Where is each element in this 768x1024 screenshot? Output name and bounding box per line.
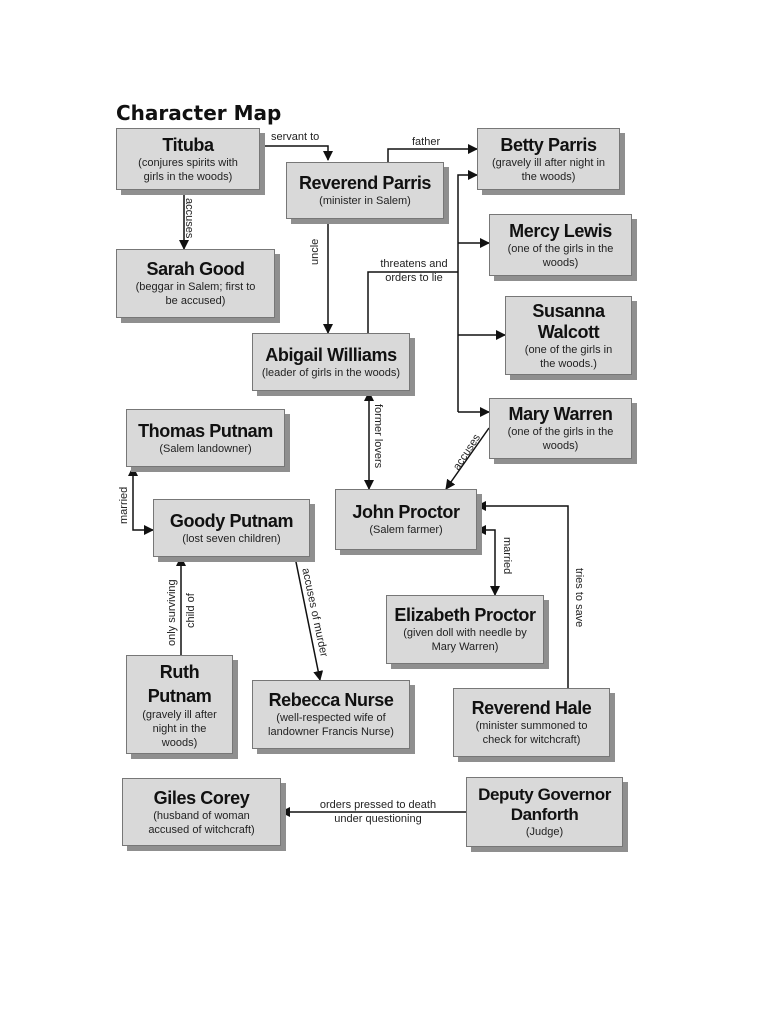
label-father: father [412,136,441,148]
node-name: Giles Corey [153,787,250,808]
node-reverend-parris: Reverend Parris (minister in Salem) [286,162,444,219]
node-name: John Proctor [352,502,460,522]
label-servant-to: servant to [271,131,320,143]
node-desc: (one of the girls in the woods) [507,426,614,452]
label-uncle: uncle [309,238,321,265]
page-title: Character Map [116,101,282,125]
node-giles-corey: Giles Corey (husband of woman accused of… [122,778,281,846]
node-desc: (beggar in Salem; first to be accused) [135,281,256,307]
node-abigail-williams: Abigail Williams (leader of girls in the… [252,333,410,391]
node-name: Rebecca Nurse [268,690,394,710]
node-name: Tituba [162,134,214,155]
node-desc: (well-respected wife of landowner Franci… [268,712,394,738]
node-desc: (given doll with needle by Mary Warren) [403,627,527,653]
node-name: Deputy Governor Danforth [478,785,611,824]
node-name: Elizabeth Proctor [394,605,536,625]
node-desc: (Judge) [525,826,564,838]
line-girls-trunk [457,170,478,412]
node-name: Susanna Walcott [532,300,605,342]
label-tries-to-save: tries to save [573,568,585,628]
node-sarah-good: Sarah Good (beggar in Salem; first to be… [116,249,275,318]
arrow-father [387,144,478,162]
arrow-married-proctor [476,525,500,596]
node-mercy-lewis: Mercy Lewis (one of the girls in the woo… [489,214,632,276]
node-desc: (one of the girls in the woods) [507,242,614,269]
node-name: Sarah Good [146,259,245,279]
node-desc: (minister in Salem) [319,195,411,207]
label-married-putnam: married [118,486,130,524]
label-orders-pressed: orders pressed to death under questionin… [319,799,437,825]
arrow-tries-to-save [476,501,569,688]
label-former-lovers: former lovers [372,404,384,469]
node-betty-parris: Betty Parris (gravely ill after night in… [477,128,620,190]
node-desc: (husband of woman accused of witchcraft) [148,809,255,836]
node-susanna-walcott: Susanna Walcott (one of the girls in the… [505,296,632,375]
node-desc: (leader of girls in the woods) [261,366,401,379]
node-rebecca-nurse: Rebecca Nurse (well-respected wife of la… [252,680,410,749]
label-only-surviving: only surviving [166,579,178,646]
node-desc: (Salem farmer) [369,524,443,536]
node-name: Reverend Hale [471,698,592,718]
label-threatens: threatens and orders to lie [380,258,448,284]
node-desc: (one of the girls in the woods.) [524,343,613,370]
label-married-proctor: married [501,537,513,575]
node-name: Thomas Putnam [138,420,273,441]
node-desc: (gravely ill after night in the woods) [491,156,606,183]
node-name: Abigail Williams [265,344,397,365]
node-deputy-governor-danforth: Deputy Governor Danforth (Judge) [466,777,623,847]
node-desc: (minister summoned to check for witchcra… [475,720,588,746]
node-name: Goody Putnam [169,510,294,531]
arrow-accuses-proctor [445,427,490,490]
node-john-proctor: John Proctor (Salem farmer) [335,489,477,550]
line-threatens [367,271,458,333]
node-thomas-putnam: Thomas Putnam (Salem landowner) [126,409,285,467]
node-desc: (lost seven children) [182,532,281,545]
node-desc: (Salem landowner) [159,442,252,455]
node-name: Betty Parris [500,134,597,155]
node-reverend-hale: Reverend Hale (minister summoned to chec… [453,688,610,757]
node-ruth-putnam: Ruth Putnam (gravely ill after night in … [126,655,233,754]
node-elizabeth-proctor: Elizabeth Proctor (given doll with needl… [386,595,544,664]
label-child-of: child of [185,593,197,628]
node-name: Reverend Parris [298,173,432,193]
node-goody-putnam: Goody Putnam (lost seven children) [153,499,310,557]
node-name: Mary Warren [508,404,613,424]
node-name: Ruth Putnam [147,661,212,706]
node-desc: (gravely ill after night in the woods) [142,708,217,749]
arrow-accuses-murder [294,556,324,681]
arrow-servant-to [260,145,333,161]
node-mary-warren: Mary Warren (one of the girls in the woo… [489,398,632,459]
arrow-married-putnam [128,466,154,535]
node-desc: (conjures spirits with girls in the wood… [138,156,238,183]
node-name: Mercy Lewis [509,220,612,241]
node-tituba: Tituba (conjures spirits with girls in t… [116,128,260,190]
label-accuses-tituba: accuses [183,198,195,239]
